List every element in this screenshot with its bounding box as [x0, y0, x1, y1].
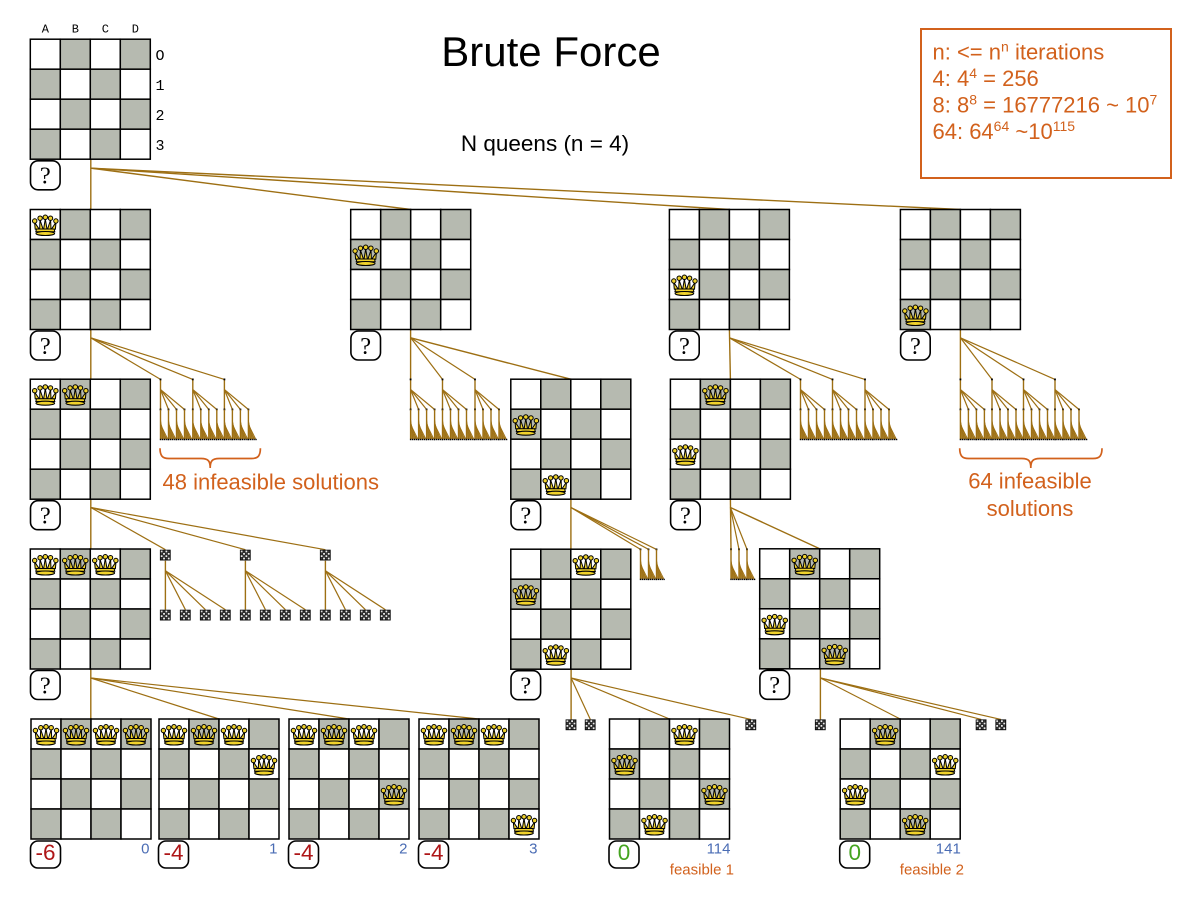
svg-text:O: O — [156, 48, 165, 65]
svg-text:?: ? — [360, 333, 371, 360]
svg-text:?: ? — [40, 333, 51, 360]
svg-text:2: 2 — [399, 841, 407, 858]
svg-text:C: C — [102, 23, 109, 37]
svg-text:B: B — [72, 23, 79, 37]
svg-text:?: ? — [40, 672, 51, 699]
svg-text:0: 0 — [848, 840, 861, 865]
svg-text:3: 3 — [529, 841, 537, 858]
svg-text:feasible 1: feasible 1 — [670, 862, 734, 879]
svg-text:48 infeasible solutions: 48 infeasible solutions — [163, 470, 379, 495]
svg-text:?: ? — [910, 333, 921, 360]
svg-text:?: ? — [520, 503, 531, 530]
svg-text:Brute Force: Brute Force — [441, 28, 660, 75]
svg-text:3: 3 — [156, 138, 165, 155]
svg-text:?: ? — [520, 673, 531, 700]
svg-text:-4: -4 — [293, 840, 313, 865]
svg-text:0: 0 — [618, 840, 631, 865]
svg-text:0: 0 — [141, 841, 149, 858]
svg-text:-4: -4 — [423, 840, 443, 865]
svg-text:?: ? — [680, 503, 691, 530]
svg-text:1: 1 — [269, 841, 277, 858]
svg-text:?: ? — [679, 333, 690, 360]
svg-text:n: <= nn iterations: n: <= nn iterations — [933, 39, 1105, 65]
svg-text:-4: -4 — [163, 840, 183, 865]
svg-text:-6: -6 — [35, 840, 55, 865]
svg-text:1: 1 — [156, 78, 165, 95]
svg-text:feasible 2: feasible 2 — [900, 862, 964, 879]
svg-text:141: 141 — [936, 841, 961, 858]
svg-text:?: ? — [769, 672, 780, 699]
svg-text:64: 6464 ~10115: 64: 6464 ~10115 — [933, 118, 1076, 144]
svg-text:114: 114 — [707, 841, 731, 858]
svg-text:64 infeasible: 64 infeasible — [968, 469, 1092, 494]
svg-text:N queens (n = 4): N queens (n = 4) — [461, 131, 629, 156]
svg-text:solutions: solutions — [987, 496, 1074, 521]
svg-text:D: D — [132, 23, 139, 37]
svg-text:8: 88 = 16777216 ~ 107: 8: 88 = 16777216 ~ 107 — [933, 92, 1158, 118]
svg-text:?: ? — [40, 503, 51, 530]
svg-text:A: A — [42, 23, 50, 37]
svg-text:4: 44 = 256: 4: 44 = 256 — [933, 65, 1039, 91]
svg-text:2: 2 — [156, 108, 165, 125]
svg-text:?: ? — [40, 163, 51, 190]
